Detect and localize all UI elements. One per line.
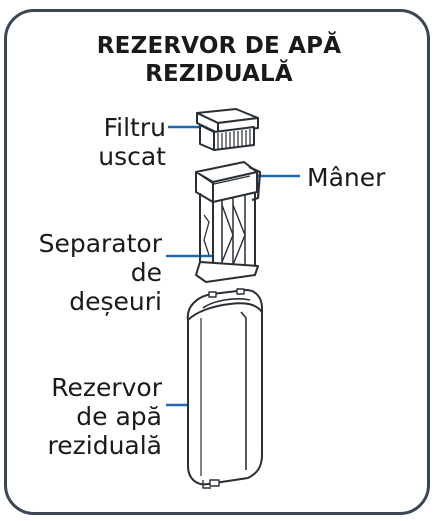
dry-filter-part <box>196 108 259 151</box>
label-waste-water-tank-line1: Rezervor <box>51 373 162 402</box>
label-waste-water-tank-line3: reziduală <box>47 431 162 460</box>
label-dry-filter-line1: Filtru <box>103 113 166 142</box>
label-waste-separator-line1: Separator <box>38 229 162 258</box>
label-handle: Mâner <box>307 163 386 192</box>
label-dry-filter-line2: uscat <box>98 142 166 171</box>
label-waste-water-tank: Rezervor de apă reziduală <box>22 373 162 460</box>
label-waste-water-tank-line2: de apă <box>76 402 162 431</box>
waste-water-tank-part <box>186 288 263 489</box>
label-waste-separator: Separator de deșeuri <box>22 229 162 316</box>
diagram-title-line2: REZIDUALĂ <box>145 61 293 87</box>
diagram-frame <box>4 9 430 515</box>
diagram-title-line1: REZERVOR DE APĂ <box>96 33 342 59</box>
label-waste-separator-line2: de <box>130 258 162 287</box>
label-waste-separator-line3: deșeuri <box>69 287 162 316</box>
label-dry-filter: Filtru uscat <box>70 113 166 171</box>
waste-separator-part <box>195 161 262 283</box>
